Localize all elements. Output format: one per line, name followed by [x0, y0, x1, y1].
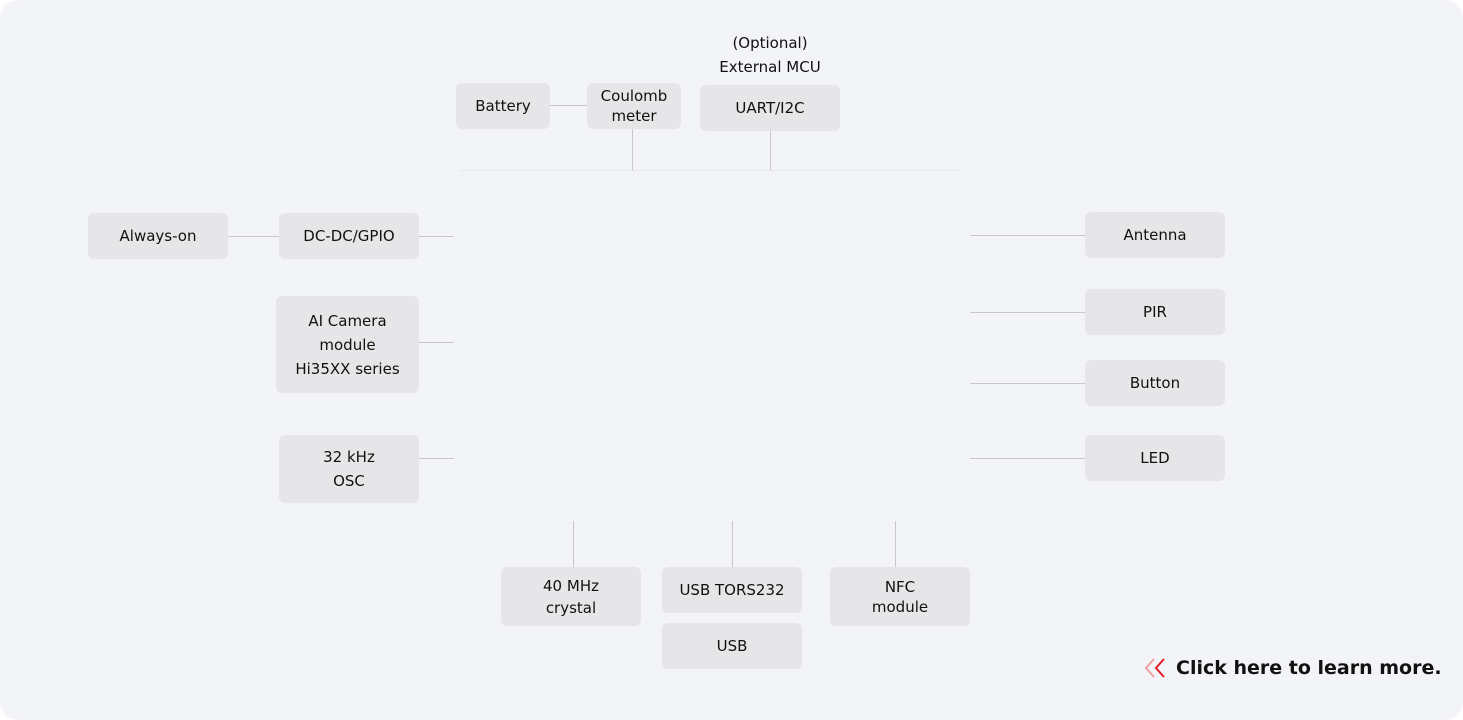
battery-block: Battery — [456, 83, 550, 129]
optional-mcu-label: (Optional) External MCU — [690, 31, 850, 79]
block-label: Always-on — [119, 227, 197, 245]
usb-tors232-block: USB TORS232 — [662, 567, 802, 613]
block-label: NFC — [884, 577, 916, 596]
connector-osc — [419, 458, 454, 459]
crystal-block: 40 MHz crystal — [501, 567, 641, 626]
double-chevron-left-icon — [1144, 658, 1165, 678]
dcdc-gpio-block: DC-DC/GPIO — [279, 213, 419, 259]
connector-alwayson-dcdc — [228, 236, 279, 237]
block-label: crystal — [545, 598, 597, 617]
connector-nfc — [895, 521, 896, 567]
optional-mcu-line2: External MCU — [719, 58, 821, 76]
connector-led — [970, 458, 1085, 459]
block-label: OSC — [333, 472, 365, 490]
block-label: 32 kHz — [323, 448, 375, 466]
learn-more-link[interactable]: Click here to learn more. — [1144, 657, 1442, 679]
block-label: module — [319, 335, 376, 354]
block-label: Coulomb — [600, 87, 668, 105]
connector-pir — [970, 312, 1085, 313]
block-label: UART/I2C — [735, 99, 805, 117]
connector-crystal — [573, 521, 574, 567]
chip-top-edge — [460, 170, 960, 171]
optional-mcu-line1: (Optional) — [732, 34, 808, 52]
block-label: 40 MHz — [543, 576, 599, 595]
block-label: PIR — [1143, 303, 1167, 321]
block-label: AI Camera — [308, 311, 387, 330]
uart-i2c-block: UART/I2C — [700, 85, 840, 131]
connector-battery-coulomb — [550, 105, 587, 106]
block-label: meter — [611, 107, 657, 125]
connector-camera — [419, 342, 454, 343]
block-label: Button — [1129, 374, 1181, 392]
block-label: LED — [1140, 449, 1170, 467]
connector-antenna — [970, 235, 1085, 236]
antenna-block: Antenna — [1085, 212, 1225, 258]
connector-coulomb — [632, 129, 633, 170]
pir-block: PIR — [1085, 289, 1225, 335]
coulomb-meter-block: Coulomb meter — [587, 83, 681, 129]
block-label: Antenna — [1123, 226, 1187, 244]
connector-usb — [732, 521, 733, 567]
block-label: DC-DC/GPIO — [303, 227, 395, 245]
block-label: module — [871, 597, 929, 616]
always-on-block: Always-on — [88, 213, 228, 259]
learn-more-label: Click here to learn more. — [1176, 657, 1442, 679]
block-label: Hi35XX series — [295, 359, 400, 378]
usb-block: USB — [662, 623, 802, 669]
button-block: Button — [1085, 360, 1225, 406]
led-block: LED — [1085, 435, 1225, 481]
block-label: USB TORS232 — [679, 581, 785, 599]
connector-uart — [770, 131, 771, 170]
block-label: USB — [716, 637, 748, 655]
connector-dcdc — [419, 236, 454, 237]
block-label: Battery — [475, 97, 531, 115]
connector-button — [970, 383, 1085, 384]
